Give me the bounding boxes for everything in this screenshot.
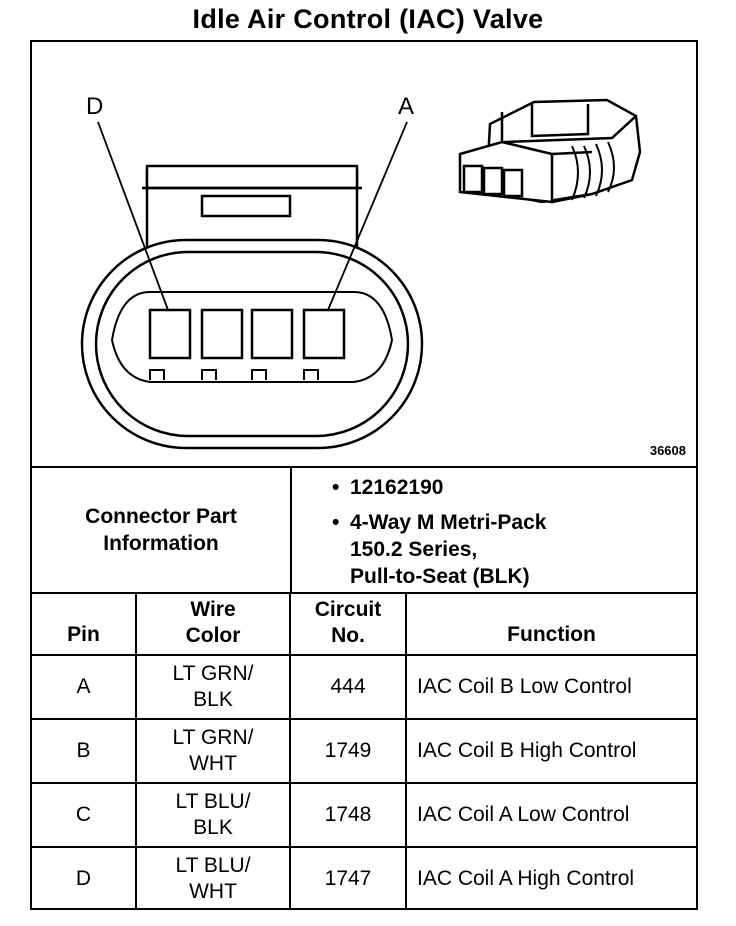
circuit-cell: 1748 <box>290 782 407 847</box>
function-cell: IAC Coil B High Control <box>406 718 696 783</box>
figure-id: 36608 <box>649 443 686 458</box>
function-cell: IAC Coil B Low Control <box>406 654 696 719</box>
pin-cell: D <box>32 846 137 910</box>
page-title: Idle Air Control (IAC) Valve <box>192 4 544 34</box>
header-pin: Pin <box>32 592 137 655</box>
function-cell: IAC Coil A High Control <box>406 846 696 910</box>
circuit-cell: 444 <box>290 654 407 719</box>
connector-sheet: D A 36608 Connector Part Information 121… <box>30 40 698 910</box>
pin-cell: A <box>32 654 137 719</box>
pinout-table: Pin Wire Color Circuit No. Function A LT… <box>32 592 696 910</box>
connector-part-info: Connector Part Information 12162190 4-Wa… <box>32 468 696 594</box>
pin-cell: B <box>32 718 137 783</box>
callout-left-label: D <box>86 93 103 120</box>
circuit-cell: 1747 <box>290 846 407 910</box>
table-header-row: Pin Wire Color Circuit No. Function <box>32 592 696 655</box>
info-item-part-number: 12162190 <box>322 474 722 501</box>
table-row: D LT BLU/ WHT 1747 IAC Coil A High Contr… <box>32 846 696 910</box>
wire-color-cell: LT GRN/ WHT <box>136 718 291 783</box>
connector-perspective-icon <box>458 98 642 204</box>
table-row: C LT BLU/ BLK 1748 IAC Coil A Low Contro… <box>32 782 696 847</box>
connector-info-label: Connector Part Information <box>32 468 292 592</box>
info-item-description: 4-Way M Metri-Pack 150.2 Series, Pull-to… <box>322 509 722 590</box>
callout-right-label: A <box>398 93 414 120</box>
connector-illustration: D A 36608 <box>32 42 696 468</box>
connector-face-drawing: D A <box>80 93 642 450</box>
pin-cell: C <box>32 782 137 847</box>
table-row: A LT GRN/ BLK 444 IAC Coil B Low Control <box>32 654 696 719</box>
wire-color-cell: LT BLU/ WHT <box>136 846 291 910</box>
header-circuit: Circuit No. <box>290 592 407 655</box>
wire-color-cell: LT GRN/ BLK <box>136 654 291 719</box>
header-wire-color: Wire Color <box>136 592 291 655</box>
connector-info-list: 12162190 4-Way M Metri-Pack 150.2 Series… <box>322 468 722 598</box>
function-cell: IAC Coil A Low Control <box>406 782 696 847</box>
wire-color-cell: LT BLU/ BLK <box>136 782 291 847</box>
circuit-cell: 1749 <box>290 718 407 783</box>
table-row: B LT GRN/ WHT 1749 IAC Coil B High Contr… <box>32 718 696 783</box>
header-function: Function <box>507 623 596 646</box>
